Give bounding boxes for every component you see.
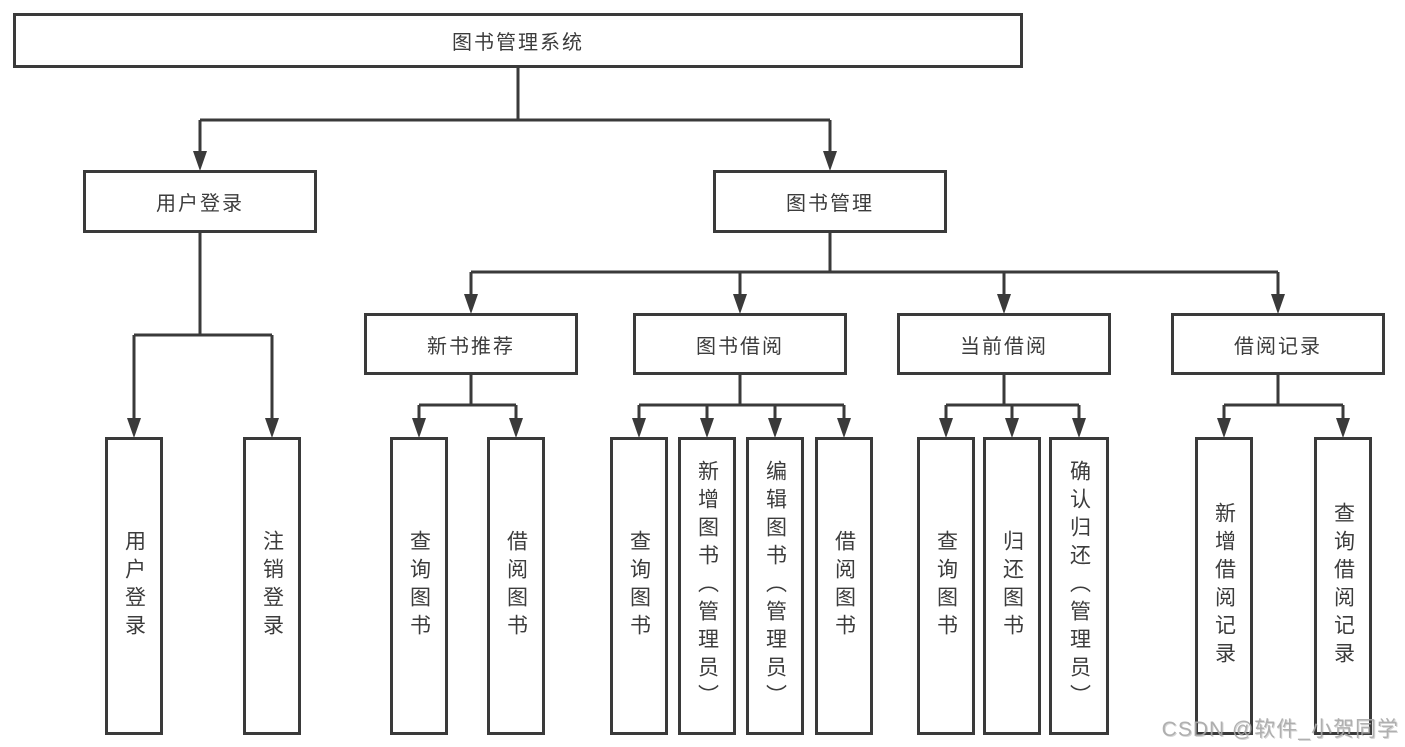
- leaf-current-return-book: 归还图书: [983, 437, 1041, 735]
- leaf-current-confirm-return-admin-label: 确认归还（管理员）: [1067, 460, 1091, 712]
- connector-bookborrow-to-leaves: [637, 375, 846, 433]
- leaf-user-login: 用户登录: [105, 437, 163, 735]
- leaf-current-query-book-label: 查询图书: [934, 530, 958, 642]
- connector-newbookrec-to-leaves: [417, 375, 518, 433]
- leaf-recommend-query-book-label: 查询图书: [407, 530, 431, 642]
- node-borrow-records: 借阅记录: [1171, 313, 1385, 375]
- node-borrow-records-label: 借阅记录: [1234, 335, 1322, 358]
- leaf-borrow-query-book-label: 查询图书: [627, 530, 651, 642]
- leaf-recommend-query-book: 查询图书: [390, 437, 448, 735]
- node-user-login: 用户登录: [83, 170, 317, 233]
- leaf-user-login-label: 用户登录: [122, 530, 146, 642]
- leaf-recommend-borrow-book-label: 借阅图书: [504, 530, 528, 642]
- node-current-borrow-label: 当前借阅: [960, 335, 1048, 358]
- leaf-logout: 注销登录: [243, 437, 301, 735]
- leaf-current-return-book-label: 归还图书: [1000, 530, 1024, 642]
- connector-borrowrecords-to-leaves: [1222, 375, 1345, 433]
- node-user-login-label: 用户登录: [156, 193, 244, 215]
- leaf-borrow-edit-book-admin: 编辑图书（管理员）: [746, 437, 804, 735]
- connector-bookmgmt-to-level3: [469, 233, 1280, 309]
- node-new-book-recommend-label: 新书推荐: [427, 335, 515, 358]
- node-current-borrow: 当前借阅: [897, 313, 1111, 375]
- node-new-book-recommend: 新书推荐: [364, 313, 578, 375]
- node-root-system: 图书管理系统: [13, 13, 1023, 68]
- leaf-borrow-query-book: 查询图书: [610, 437, 668, 735]
- leaf-records-add-record-label: 新增借阅记录: [1212, 502, 1236, 670]
- csdn-watermark: CSDN @软件_小贺同学: [1161, 718, 1399, 741]
- leaf-records-add-record: 新增借阅记录: [1195, 437, 1253, 735]
- connector-userlogin-to-leaves: [132, 233, 274, 433]
- node-root-system-label: 图书管理系统: [452, 32, 584, 54]
- leaf-borrow-borrow-book: 借阅图书: [815, 437, 873, 735]
- leaf-records-query-record-label: 查询借阅记录: [1331, 502, 1355, 670]
- node-book-borrow-label: 图书借阅: [696, 335, 784, 358]
- leaf-records-query-record: 查询借阅记录: [1314, 437, 1372, 735]
- node-book-management-label: 图书管理: [786, 193, 874, 215]
- arrowheads: [127, 151, 1350, 438]
- leaf-borrow-add-book-admin: 新增图书（管理员）: [678, 437, 736, 735]
- leaf-borrow-add-book-admin-label: 新增图书（管理员）: [695, 460, 719, 712]
- node-book-borrow: 图书借阅: [633, 313, 847, 375]
- leaf-recommend-borrow-book: 借阅图书: [487, 437, 545, 735]
- node-book-management: 图书管理: [713, 170, 947, 233]
- leaf-logout-label: 注销登录: [260, 530, 284, 642]
- leaf-borrow-borrow-book-label: 借阅图书: [832, 530, 856, 642]
- leaf-current-query-book: 查询图书: [917, 437, 975, 735]
- leaf-borrow-edit-book-admin-label: 编辑图书（管理员）: [763, 460, 787, 712]
- leaf-current-confirm-return-admin: 确认归还（管理员）: [1049, 437, 1109, 735]
- connector-root-to-level2: [198, 68, 832, 166]
